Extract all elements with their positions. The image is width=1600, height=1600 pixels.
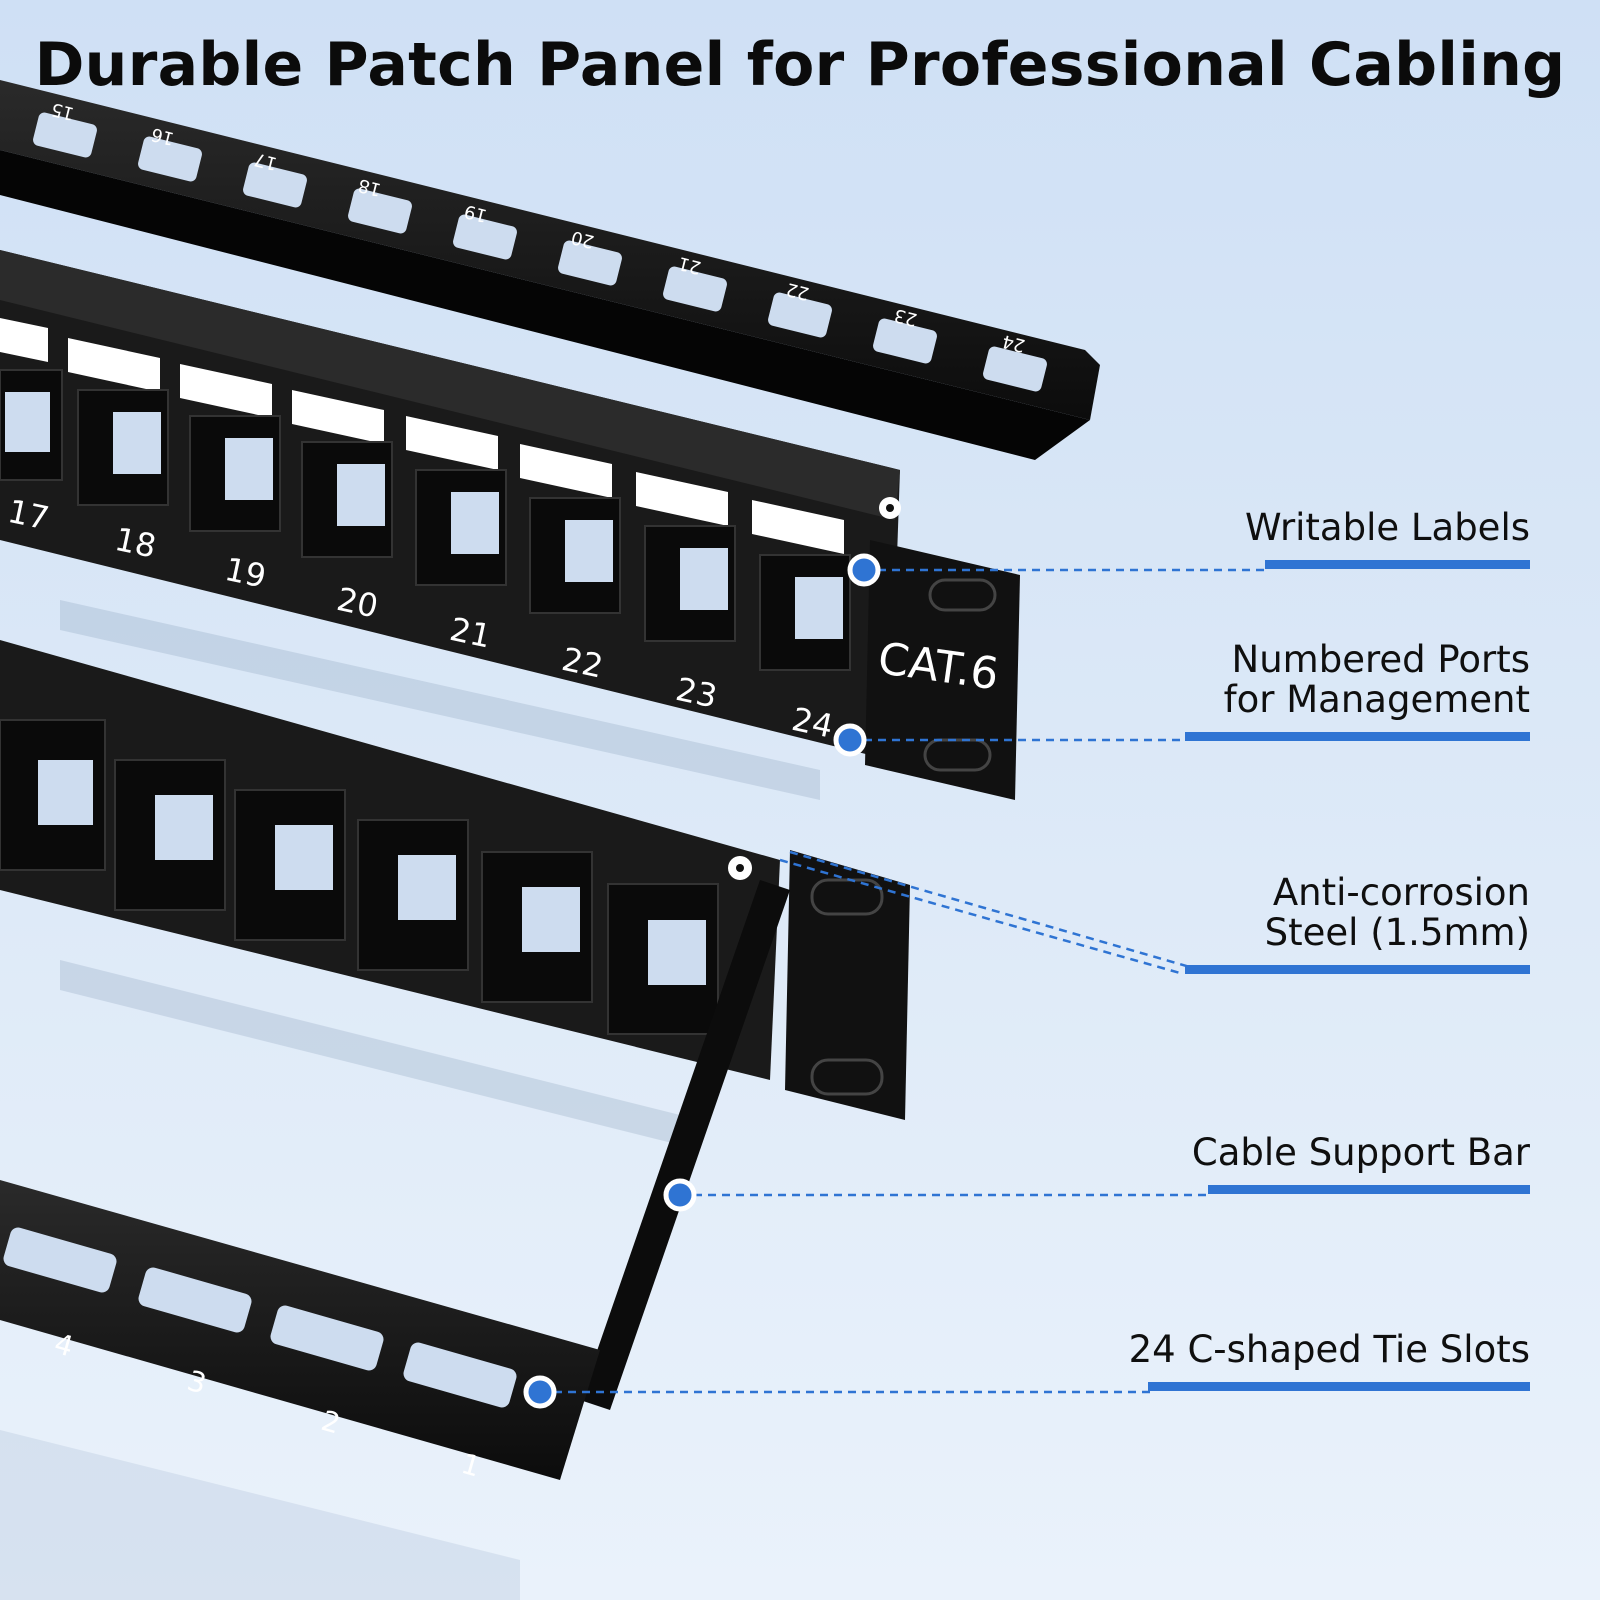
port-number: 20 bbox=[334, 580, 382, 626]
writable-label-strips bbox=[0, 318, 844, 554]
callout-numbered-ports: Numbered Ports for Management bbox=[1223, 638, 1530, 721]
callout-tie-slots: 24 C-shaped Tie Slots bbox=[1128, 1328, 1530, 1371]
callout-bar bbox=[1185, 965, 1530, 974]
callout-leaders bbox=[540, 568, 1265, 1394]
callout-dot bbox=[833, 723, 867, 757]
tie-slot-number: 1 bbox=[458, 1447, 484, 1484]
port-number: 17 bbox=[5, 492, 53, 538]
port-number: 18 bbox=[112, 520, 160, 566]
page-title: Durable Patch Panel for Professional Cab… bbox=[34, 30, 1566, 100]
port-number: 21 bbox=[447, 610, 495, 656]
callout-bar bbox=[1185, 732, 1530, 741]
port-number: 23 bbox=[673, 670, 721, 716]
callout-cable-support-bar: Cable Support Bar bbox=[1191, 1131, 1530, 1174]
port-number: 19 bbox=[222, 550, 270, 596]
callout-bar bbox=[1265, 560, 1530, 569]
callout-anti-corrosion-steel: Anti-corrosion Steel (1.5mm) bbox=[1264, 871, 1530, 954]
callout-dot bbox=[523, 1375, 557, 1409]
bottom-panel-front bbox=[0, 640, 910, 1410]
callout-bar bbox=[1148, 1382, 1530, 1391]
callout-bar bbox=[1208, 1185, 1530, 1194]
callout-dots bbox=[523, 553, 881, 1409]
callout-dot bbox=[663, 1178, 697, 1212]
reflection-group bbox=[0, 600, 820, 1600]
port-number: 24 bbox=[789, 700, 837, 746]
callout-writable-labels: Writable Labels bbox=[1245, 506, 1530, 549]
top-panel-front: 17 18 19 20 21 22 23 24 CAT.6 bbox=[0, 250, 1020, 800]
bottom-tie-bar: 4 3 2 1 bbox=[0, 1180, 600, 1483]
callout-dot bbox=[847, 553, 881, 587]
top-cable-bar: 15 16 17 18 19 20 21 22 23 24 bbox=[0, 80, 1100, 460]
port-number: 22 bbox=[559, 640, 607, 686]
